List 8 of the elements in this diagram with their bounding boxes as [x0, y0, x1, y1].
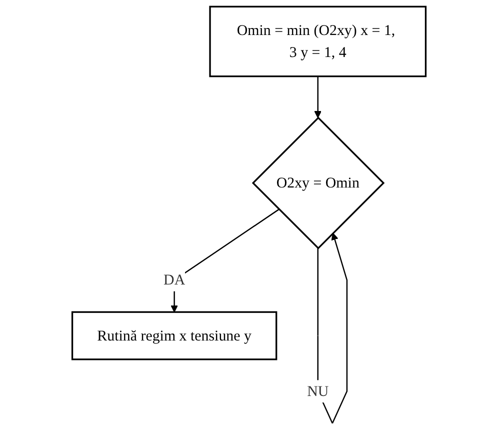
node-diamond: O2xy = Omin	[252, 116, 385, 250]
node-box: Omin = min (O2xy) x = 1, 3 y = 1, 4	[209, 6, 427, 78]
arrow	[314, 76, 322, 118]
node-box: Rutină regim x tensiune y	[71, 311, 278, 360]
arrow	[170, 208, 280, 312]
arrow	[317, 232, 348, 424]
edge-label: NU	[307, 382, 329, 400]
edge-label: DA	[164, 271, 186, 288]
